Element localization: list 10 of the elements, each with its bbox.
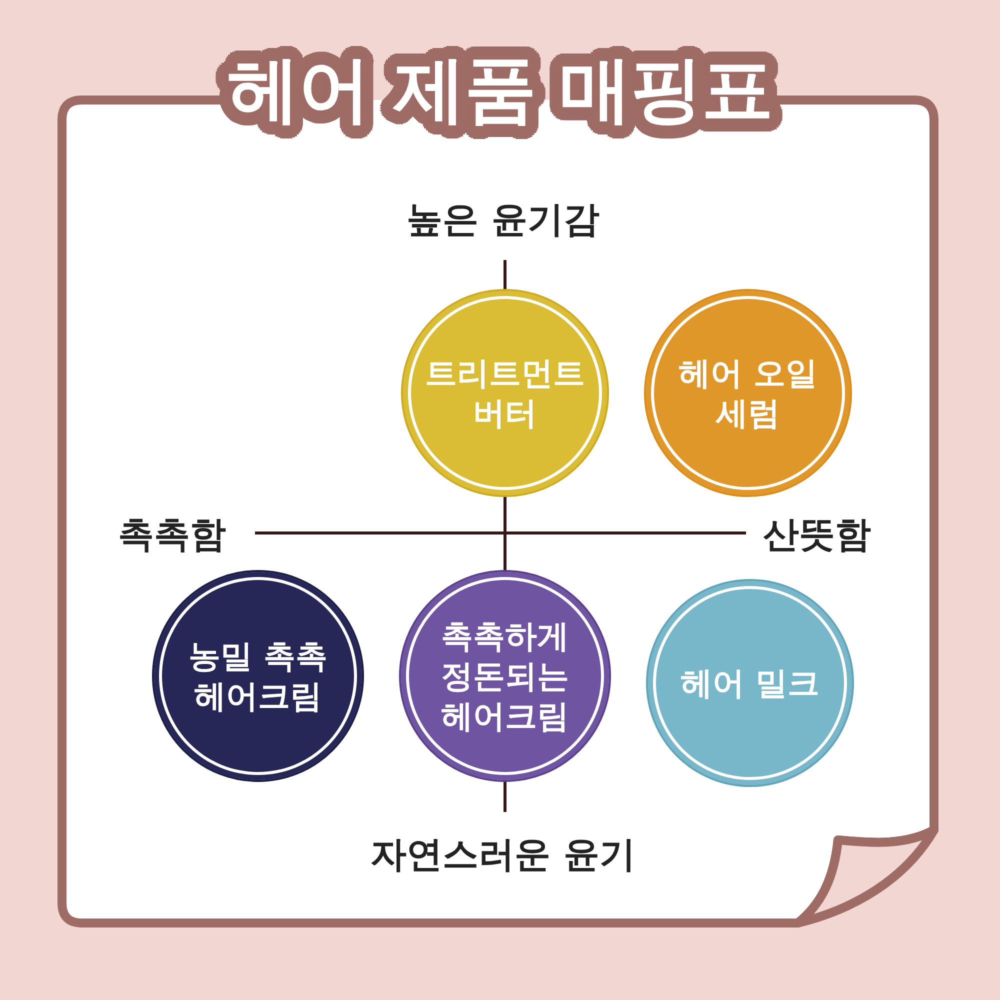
product-name: 트리트먼트 버터 (424, 353, 586, 433)
product-name: 헤어 오일 세럼 (677, 353, 819, 433)
product-name: 농밀 촉촉 헤어크림 (187, 636, 329, 716)
title: 헤어 제품 매핑표 (212, 36, 788, 144)
axis-label: 산뜻함 (763, 513, 871, 557)
axis-label: 촉촉함 (118, 513, 226, 557)
axis-label: 자연스러운 윤기 (370, 833, 636, 877)
product-name: 촉촉하게 정돈되는 헤어크림 (440, 616, 570, 736)
axis-label: 높은 윤기감 (406, 198, 600, 242)
product-name: 헤어 밀크 (680, 663, 820, 703)
